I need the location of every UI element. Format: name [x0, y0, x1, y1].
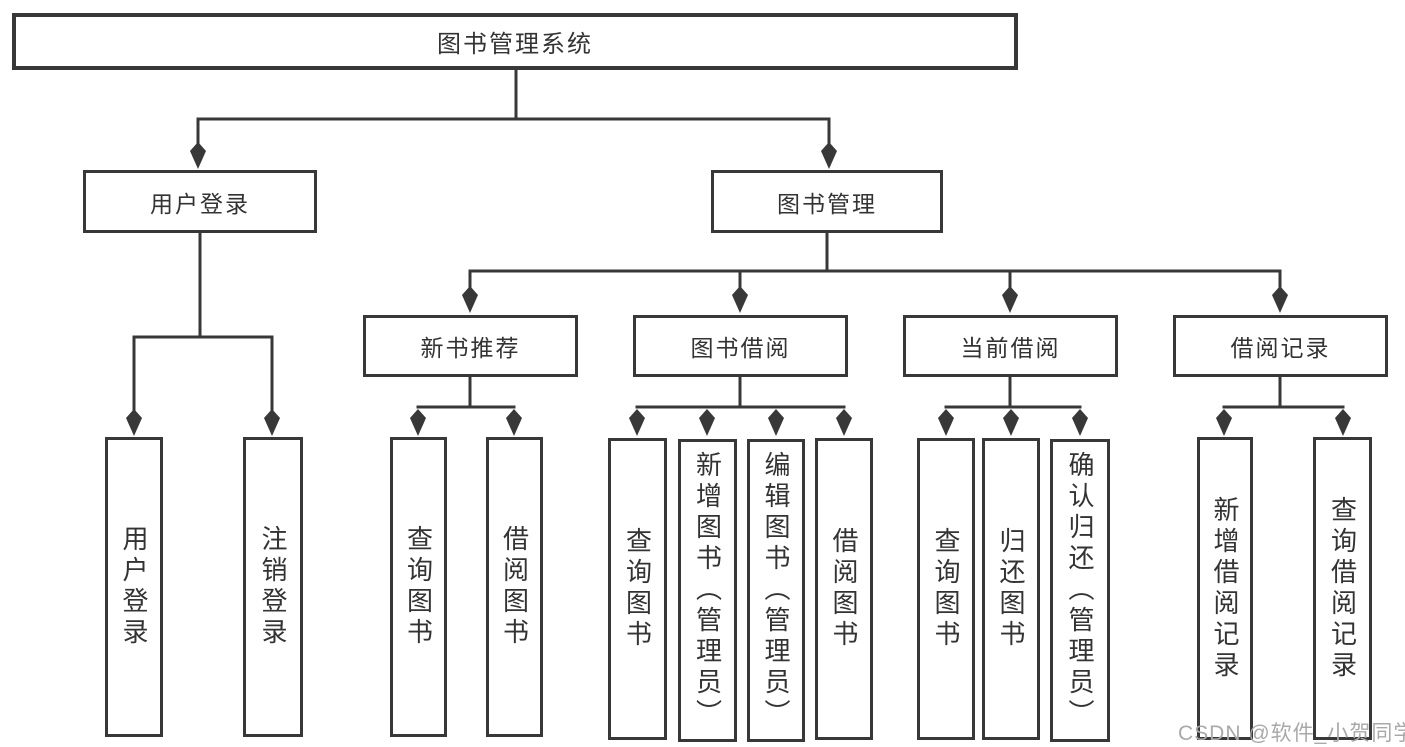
leaf-bb-borrow-books: 借阅图书: [815, 438, 873, 740]
leaf-bb-edit-books-admin: 编辑图书（管理员）: [747, 439, 805, 742]
node-current-borrowing: 当前借阅: [903, 315, 1118, 377]
leaf-bb-query-books: 查询图书: [608, 438, 667, 740]
leaf-cb-return-books: 归还图书: [982, 438, 1040, 740]
leaf-cb-confirm-return-admin: 确认归还（管理员）: [1050, 439, 1110, 742]
node-user-login: 用户登录: [83, 170, 317, 233]
leaf-rec-borrow-books: 借阅图书: [486, 437, 543, 737]
node-borrowing-records: 借阅记录: [1173, 315, 1388, 377]
leaf-user-login: 用户登录: [105, 437, 163, 737]
leaf-logout: 注销登录: [243, 437, 303, 737]
leaf-rec-query-books: 查询图书: [390, 437, 447, 737]
node-new-book-recommendation: 新书推荐: [363, 315, 578, 377]
leaf-bb-add-books-admin: 新增图书（管理员）: [678, 439, 737, 742]
leaf-br-add-record: 新增借阅记录: [1197, 437, 1253, 740]
leaf-cb-query-books: 查询图书: [917, 438, 975, 740]
arrowhead-group: [126, 142, 1351, 436]
leaf-br-query-record: 查询借阅记录: [1313, 437, 1372, 740]
node-library-management-system: 图书管理系统: [12, 13, 1018, 70]
node-book-management: 图书管理: [711, 170, 943, 233]
node-book-borrowing: 图书借阅: [633, 315, 848, 377]
csdn-watermark: CSDN @软件_小贺同学: [1178, 722, 1405, 745]
